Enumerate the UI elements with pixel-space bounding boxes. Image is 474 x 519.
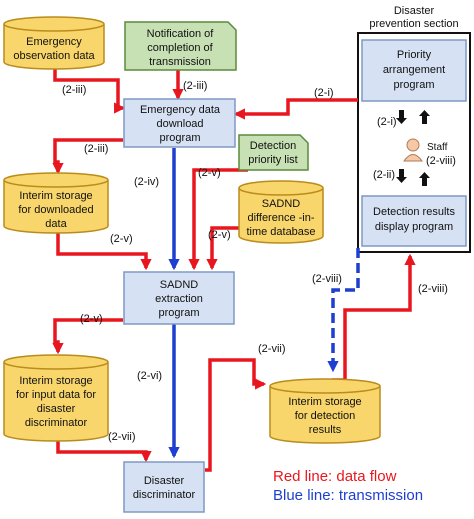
program-disaster-discriminator: Disaster discriminator xyxy=(123,461,205,513)
interim-detection-line1: Interim storage xyxy=(288,396,361,408)
notification-line3: transmission xyxy=(149,56,211,68)
label-list-extraction: (2-v) xyxy=(198,167,221,179)
emergency-obs-line2: observation data xyxy=(13,50,95,62)
program-priority-arrangement: Priority arrangement program xyxy=(361,39,467,102)
priority-line2: arrangement xyxy=(383,64,445,76)
staff-label: Staff xyxy=(427,142,448,153)
priority-list-line1: Detection xyxy=(250,140,296,152)
discriminator-line1: Disaster xyxy=(144,475,185,487)
edge-discriminator-to-detection xyxy=(205,358,267,472)
staff-figure: Staff xyxy=(403,138,448,162)
label-interim-input-discriminator: (2-vii) xyxy=(108,431,136,443)
label-db-extraction: (2-v) xyxy=(208,229,231,241)
label-obs-download: (2-iii) xyxy=(62,84,86,96)
label-staff-viii: (2-viii) xyxy=(426,155,456,167)
download-line2: download xyxy=(156,118,203,130)
display-line2: display program xyxy=(375,221,453,233)
section-title-line2: prevention section xyxy=(369,18,458,30)
notification-line2: completion of xyxy=(147,42,213,54)
label-priority-staff: (2-i) xyxy=(377,116,397,128)
staff-arrows xyxy=(396,110,430,186)
extraction-line2: extraction xyxy=(155,293,203,305)
priority-line3: program xyxy=(394,79,435,91)
program-detection-display: Detection results display program xyxy=(361,195,467,247)
label-extraction-interim-input: (2-v) xyxy=(80,313,103,325)
download-line1: Emergency data xyxy=(140,104,221,116)
edge-db-to-extraction xyxy=(206,226,248,271)
edge-interim-to-extraction xyxy=(56,232,152,271)
edge-detection-to-display xyxy=(332,253,416,382)
edge-interim-input-to-discriminator xyxy=(56,440,152,463)
interim-input-line2: for input data for xyxy=(16,389,96,401)
interim-downloaded-line3: data xyxy=(45,218,67,230)
priority-line1: Priority xyxy=(397,49,432,61)
priority-list-line2: priority list xyxy=(248,154,298,166)
cylinder-interim-downloaded: Interim storage for downloaded data xyxy=(3,172,109,234)
edge-download-to-interim xyxy=(52,138,123,175)
edge-display-to-detection xyxy=(327,248,360,373)
download-line3: program xyxy=(160,132,201,144)
legend: Red line: data flow Blue line: transmiss… xyxy=(273,468,423,504)
label-staff-display: (2-ii) xyxy=(373,169,395,181)
sadnd-db-line3: time database xyxy=(246,226,315,238)
disaster-prevention-section: Disaster prevention section xyxy=(357,5,471,253)
document-notification: Notification of completion of transmissi… xyxy=(124,21,237,71)
display-line1: Detection results xyxy=(373,206,455,218)
label-display-detection: (2-viii) xyxy=(312,273,342,285)
interim-detection-line2: for detection xyxy=(295,410,356,422)
cylinder-emergency-observation: Emergency observation data xyxy=(3,16,105,70)
document-detection-priority-list: Detection priority list xyxy=(238,134,309,171)
arrow-up-icon xyxy=(419,110,430,124)
arrow-down-icon xyxy=(396,110,407,124)
legend-blue: Blue line: transmission xyxy=(273,487,423,504)
label-detection-display: (2-viii) xyxy=(418,283,448,295)
edge-labels: (2-iii) (2-iii) (2-i) (2-i) (2-ii) (2-vi… xyxy=(62,80,456,443)
sadnd-db-line1: SADND xyxy=(262,198,301,210)
extraction-line3: program xyxy=(159,307,200,319)
interim-input-line4: discriminator xyxy=(25,417,88,429)
label-extraction-discriminator: (2-vi) xyxy=(137,370,162,382)
emergency-obs-line1: Emergency xyxy=(26,36,82,48)
person-icon xyxy=(406,138,420,152)
edge-list-to-extraction xyxy=(188,168,248,271)
arrow-up-icon xyxy=(419,172,430,186)
interim-downloaded-line1: Interim storage xyxy=(19,190,92,202)
interim-input-line3: disaster xyxy=(37,403,76,415)
section-title-line1: Disaster xyxy=(394,5,435,17)
interim-input-line1: Interim storage xyxy=(19,375,92,387)
cylinder-interim-detection: Interim storage for detection results xyxy=(269,378,381,444)
notification-line1: Notification of xyxy=(147,28,215,40)
program-emergency-download: Emergency data download program xyxy=(123,98,236,148)
cylinder-interim-input: Interim storage for input data for disas… xyxy=(3,354,109,442)
cylinder-sadnd-database: SADND difference -in- time database xyxy=(238,180,324,244)
extraction-line1: SADND xyxy=(160,279,199,291)
sadnd-db-line2: difference -in- xyxy=(247,212,314,224)
label-download-interim: (2-iii) xyxy=(84,143,108,155)
legend-red: Red line: data flow xyxy=(273,468,397,485)
interim-detection-line3: results xyxy=(309,424,342,436)
interim-downloaded-line2: for downloaded xyxy=(18,204,93,216)
arrow-down-icon xyxy=(396,169,407,183)
edge-extraction-to-interim-input xyxy=(52,318,123,355)
label-download-extraction: (2-iv) xyxy=(134,176,159,188)
edge-obs-to-download xyxy=(53,66,126,114)
edge-priority-to-download xyxy=(233,98,358,120)
label-priority-download: (2-i) xyxy=(314,87,334,99)
label-notif-download: (2-iii) xyxy=(183,80,207,92)
discriminator-line2: discriminator xyxy=(133,489,196,501)
label-interim-extraction: (2-v) xyxy=(110,233,133,245)
program-sadnd-extraction: SADND extraction program xyxy=(123,271,235,325)
label-discriminator-detection: (2-vii) xyxy=(258,343,286,355)
